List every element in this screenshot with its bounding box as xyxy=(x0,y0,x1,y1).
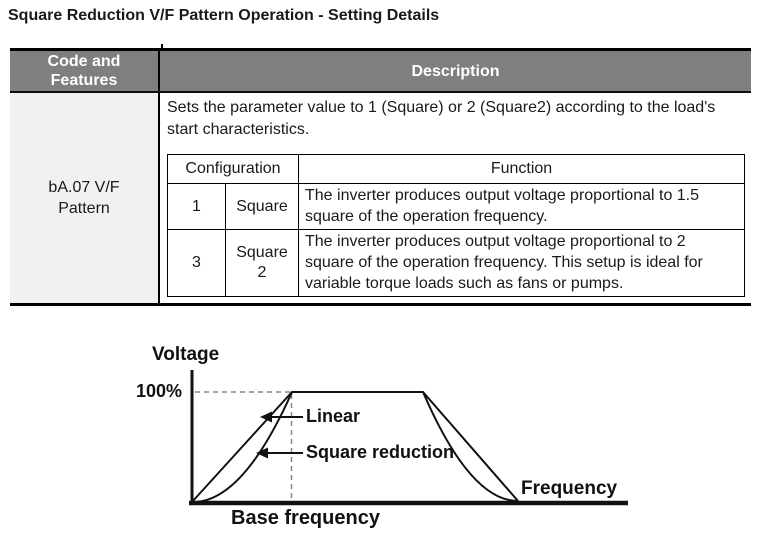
settings-table: Code and Features Description bA.07 V/F … xyxy=(10,48,751,306)
vf-pattern-diagram: Voltage 100% Linear Square reduction Fre… xyxy=(0,330,758,546)
code-cell: bA.07 V/F Pattern xyxy=(10,93,160,303)
table-header-row: Code and Features Description xyxy=(10,51,751,93)
function-text: The inverter produces output voltage pro… xyxy=(305,233,703,292)
configuration-table: Configuration Function 1 Square The inve… xyxy=(167,154,745,297)
function-cell: The inverter produces output voltage pro… xyxy=(298,183,745,230)
vf-curves-svg xyxy=(189,370,628,506)
voltage-axis-label: Voltage xyxy=(152,344,220,365)
table-row: bA.07 V/F Pattern Sets the parameter val… xyxy=(10,93,751,303)
configuration-header-row: Configuration Function xyxy=(167,154,745,184)
y-max-label: 100% xyxy=(135,381,182,401)
config-name-cell: Square xyxy=(225,183,299,230)
linear-label: Linear xyxy=(306,406,361,426)
table-top-tick xyxy=(161,44,163,48)
table-row: 3 Square 2 The inverter produces output … xyxy=(167,229,745,297)
config-value-cell: 1 xyxy=(167,183,226,230)
function-header-cell: Function xyxy=(298,154,745,184)
code-features-header-cell: Code and Features xyxy=(10,51,160,91)
frequency-axis-label: Frequency xyxy=(521,478,618,499)
configuration-header-cell: Configuration xyxy=(167,154,299,184)
description-header-cell: Description xyxy=(411,62,500,80)
table-row: 1 Square The inverter produces output vo… xyxy=(167,183,745,230)
function-cell: The inverter produces output voltage pro… xyxy=(298,229,745,297)
square-reduction-arrowhead-icon xyxy=(256,447,268,459)
linear-curve xyxy=(191,391,519,503)
square-reduction-label: Square reduction xyxy=(306,442,455,462)
config-name-cell: Square 2 xyxy=(225,229,299,297)
linear-arrowhead-icon xyxy=(260,411,272,423)
description-text: Sets the parameter value to 1 (Square) o… xyxy=(167,99,716,138)
base-frequency-label: Base frequency xyxy=(231,507,380,529)
function-text: The inverter produces output voltage pro… xyxy=(305,187,700,225)
config-value-cell: 3 xyxy=(167,229,226,297)
square-reduction-rise-curve xyxy=(192,391,293,503)
square-reduction-fall-curve xyxy=(422,391,519,502)
description-cell: Sets the parameter value to 1 (Square) o… xyxy=(160,93,751,303)
page-title: Square Reduction V/F Pattern Operation -… xyxy=(8,7,440,24)
